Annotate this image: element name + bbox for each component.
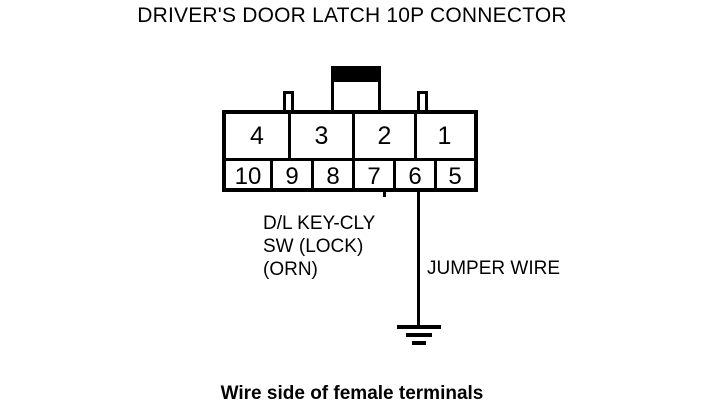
jumper-wire-label: JUMPER WIRE (427, 258, 560, 279)
ground-symbol-bar-3 (412, 341, 426, 345)
pin-cell-1[interactable]: 1 (414, 114, 472, 158)
page-title: DRIVER'S DOOR LATCH 10P CONNECTOR (137, 4, 567, 27)
connector-tab-center (331, 66, 381, 111)
pin-cell-5[interactable]: 5 (434, 161, 473, 192)
figure-caption: Wire side of female terminals (220, 383, 484, 404)
connector-housing: 4 3 2 1 10 9 8 7 6 5 (222, 110, 478, 192)
pin-cell-10[interactable]: 10 (226, 161, 270, 192)
circuit-label-line-2: SW (LOCK) (263, 236, 364, 257)
pin-number-9: 9 (285, 162, 299, 190)
pin-number-5: 5 (448, 162, 462, 190)
pin-number-7: 7 (367, 162, 381, 190)
connector-row-bottom: 10 9 8 7 6 5 (226, 158, 474, 192)
pin-cell-3[interactable]: 3 (288, 114, 352, 158)
connector-row-top: 4 3 2 1 (226, 114, 474, 158)
pin-cell-6[interactable]: 6 (393, 161, 434, 192)
pin-cell-7[interactable]: 7 (352, 161, 393, 192)
ground-symbol-bar-1 (397, 325, 441, 329)
pin-number-10: 10 (234, 162, 262, 190)
pin-cell-9[interactable]: 9 (270, 161, 311, 192)
circuit-label-line-1: D/L KEY-CLY (263, 213, 376, 234)
pin-cell-8[interactable]: 8 (311, 161, 352, 192)
pin-number-3: 3 (314, 121, 329, 150)
pin-number-2: 2 (377, 121, 392, 150)
pin-cell-2[interactable]: 2 (352, 114, 414, 158)
pin-number-8: 8 (326, 162, 340, 190)
connector-tab-right (417, 91, 428, 111)
circuit-label-line-3: (ORN) (263, 259, 318, 280)
pin-number-6: 6 (408, 162, 422, 190)
circuit-label: D/L KEY-CLY SW (LOCK) (ORN) (263, 212, 375, 281)
ground-symbol-bar-2 (406, 333, 432, 337)
pin-cell-4[interactable]: 4 (226, 114, 288, 158)
pin-number-4: 4 (250, 121, 264, 150)
pin-number-1: 1 (437, 121, 452, 150)
connector-tab-left (283, 91, 294, 111)
pin-7-wire-stub (383, 188, 386, 197)
jumper-wire-line (417, 190, 420, 327)
connector-tab-center-cap (331, 66, 381, 82)
